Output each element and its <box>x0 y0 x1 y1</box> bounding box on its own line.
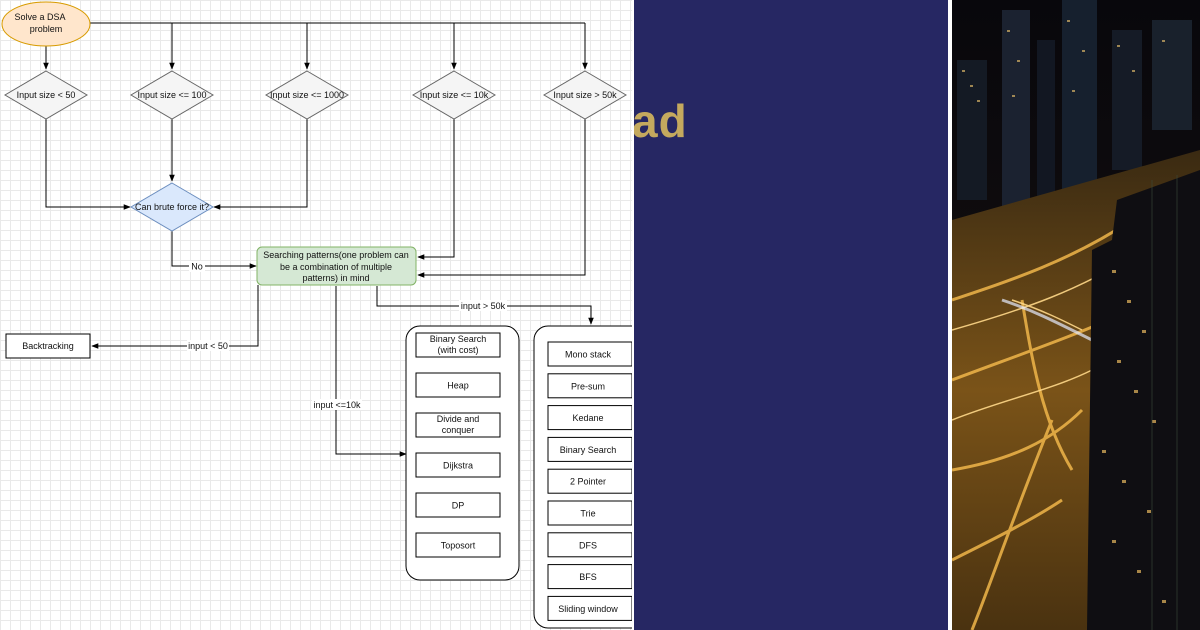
condition-lt50: Input size < 50 <box>4 70 88 120</box>
condition-le10k: Input size <= 10k <box>412 70 496 120</box>
algo-box-mono-stack: Mono stack <box>547 341 632 367</box>
algo-box-binary-search-with-cost: Binary Search(with cost) <box>415 332 501 358</box>
edge-decision-no <box>171 231 257 269</box>
algo-box-binary-search: Binary Search <box>547 436 632 462</box>
algo-label: conquer <box>442 425 475 435</box>
search-line-2: be a combination of multiple <box>280 262 392 272</box>
algo-label: Sliding window <box>558 604 618 614</box>
backtracking-label: Backtracking <box>22 341 74 351</box>
condition-le1000: Input size <= 1000 <box>265 70 349 120</box>
condition-gt50k-label: Input size > 50k <box>553 90 617 100</box>
algo-box-heap: Heap <box>415 372 501 398</box>
edge-label-input-gt-50k: input > 50k <box>461 301 506 311</box>
edge-lt50-decision <box>45 119 131 210</box>
condition-le10k-label: Input size <= 10k <box>420 90 489 100</box>
flowchart-panel: No input < 50 input <=10k input > 50k So… <box>0 0 632 630</box>
condition-nodes: Input size < 50 Input size <= 100 Input … <box>4 70 627 120</box>
algo-box-2-pointer: 2 Pointer <box>547 468 632 494</box>
title-fragment: ad <box>634 95 688 147</box>
edge-label-input-lt-50: input < 50 <box>188 341 228 351</box>
algo-box-pre-sum: Pre-sum <box>547 373 632 399</box>
edge-label-no: No <box>191 262 203 272</box>
night-city-photo <box>952 0 1200 630</box>
edge-le1000-decision <box>213 119 308 210</box>
algo-label: Toposort <box>441 541 476 551</box>
algo-label: Mono stack <box>565 350 612 360</box>
algo-box-kedane: Kedane <box>547 405 632 431</box>
flowchart: No input < 50 input <=10k input > 50k So… <box>1 1 632 629</box>
algo-label: Heap <box>447 381 469 391</box>
condition-gt50k: Input size > 50k <box>543 70 627 120</box>
edge-le10k-search <box>417 119 455 260</box>
algo-box-dp: DP <box>415 492 501 518</box>
decision-node: Can brute force it? <box>130 182 214 232</box>
edge-search-10k-group <box>335 286 407 457</box>
backtracking-node: Backtracking <box>5 333 91 359</box>
condition-le100-label: Input size <= 100 <box>137 90 206 100</box>
algo-label: Kedane <box>572 413 603 423</box>
edges <box>43 22 594 457</box>
algo-label: Binary Search <box>560 445 617 455</box>
algo-label: Trie <box>580 509 595 519</box>
algo-label: (with cost) <box>437 345 478 355</box>
condition-lt50-label: Input size < 50 <box>17 90 76 100</box>
start-label-line-1: Solve a DSA <box>14 12 65 22</box>
algo-label: Divide and <box>437 414 480 424</box>
algo-box-bfs: BFS <box>547 564 632 590</box>
algo-label: Dijkstra <box>443 461 473 471</box>
decision-label: Can brute force it? <box>135 202 209 212</box>
algo-label: 2 Pointer <box>570 477 606 487</box>
edge-search-backtracking <box>91 285 259 349</box>
algo-box-dijkstra: Dijkstra <box>415 452 501 478</box>
condition-le1000-label: Input size <= 1000 <box>270 90 344 100</box>
search-line-3: patterns) in mind <box>302 273 369 283</box>
edge-labels: No input < 50 input <=10k input > 50k <box>187 261 507 410</box>
algo-box-toposort: Toposort <box>415 532 501 558</box>
title-panel: ad <box>634 0 948 630</box>
algo-label: BFS <box>579 572 597 582</box>
city-skyline-image <box>952 0 1200 630</box>
start-label-line-2: problem <box>30 24 63 34</box>
algo-label: Pre-sum <box>571 381 605 391</box>
start-node: Solve a DSA problem <box>1 1 91 47</box>
search-line-1: Searching patterns(one problem can <box>263 250 409 260</box>
search-patterns-node: Searching patterns(one problem can be a … <box>256 246 417 286</box>
algo-label: DFS <box>579 540 597 550</box>
algo-label: DP <box>452 501 465 511</box>
edge-label-input-le-10k: input <=10k <box>313 400 361 410</box>
algo-box-dfs: DFS <box>547 532 632 558</box>
algo-label: Binary Search <box>430 334 487 344</box>
algo-box-sliding-window: Sliding window <box>547 595 632 621</box>
condition-le100: Input size <= 100 <box>130 70 214 120</box>
algo-box-trie: Trie <box>547 500 632 526</box>
edge-gt50k-search <box>417 119 586 278</box>
